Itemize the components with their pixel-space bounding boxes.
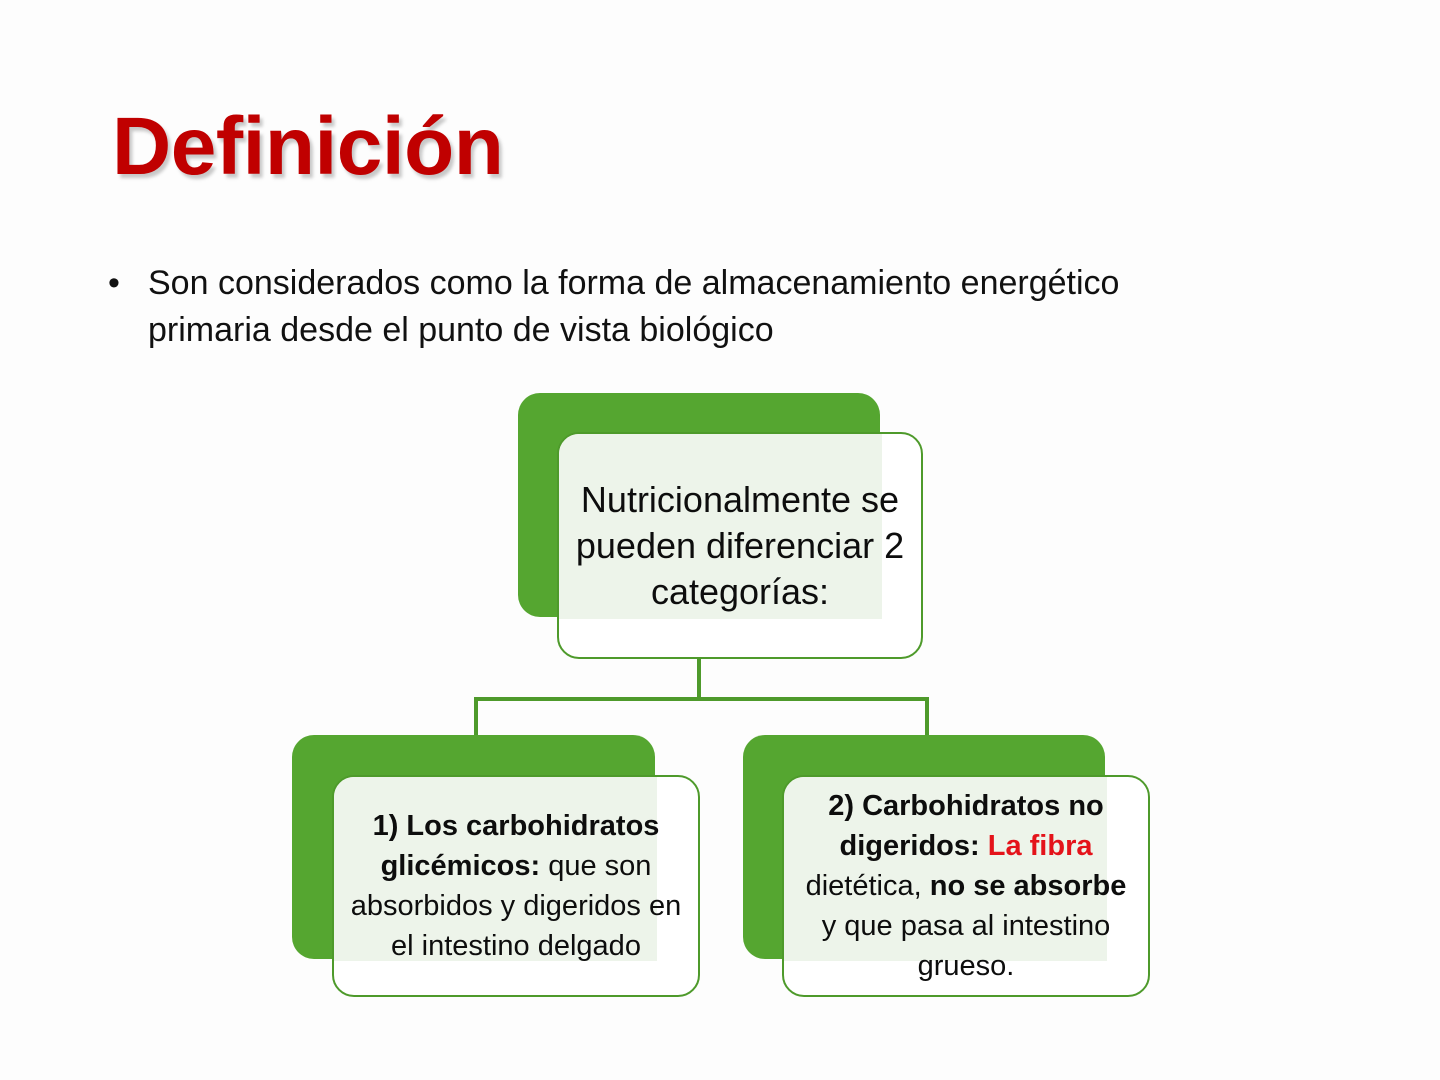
connector-stem (697, 659, 701, 701)
bullet-line-2: primaria desde el punto de vista biológi… (148, 311, 774, 349)
bullet-line-1: Son considerados como la forma de almace… (148, 264, 1120, 302)
bullet-text: Son considerados como la forma de almace… (148, 260, 1330, 354)
node-branch-1-text: 1) Los carbohidratos glicémicos: que son… (334, 806, 698, 966)
node-branch-2-text: 2) Carbohidratos no digeridos: La fibra … (784, 786, 1148, 986)
node-card[interactable]: 1) Los carbohidratos glicémicos: que son… (332, 775, 700, 997)
node-card[interactable]: 2) Carbohidratos no digeridos: La fibra … (782, 775, 1150, 997)
node-root-text: Nutricionalmente se pueden diferenciar 2… (575, 478, 905, 612)
bullet-marker-icon: • (108, 264, 120, 302)
branch-2-tail: y que pasa al intestino grueso. (821, 910, 1111, 982)
connector-drop-left (474, 697, 478, 737)
connector-drop-right (925, 697, 929, 737)
connector-horizontal (474, 697, 929, 701)
node-card[interactable]: Nutricionalmente se pueden diferenciar 2… (557, 432, 923, 659)
branch-2-mid: dietética, (805, 870, 930, 902)
branch-2-bold-mid: no se absorbe (929, 870, 1127, 902)
bullet-paragraph: • Son considerados como la forma de alma… (108, 260, 1330, 354)
branch-2-red-phrase: La fibra (987, 830, 1093, 862)
page-title: Definición (112, 101, 504, 192)
